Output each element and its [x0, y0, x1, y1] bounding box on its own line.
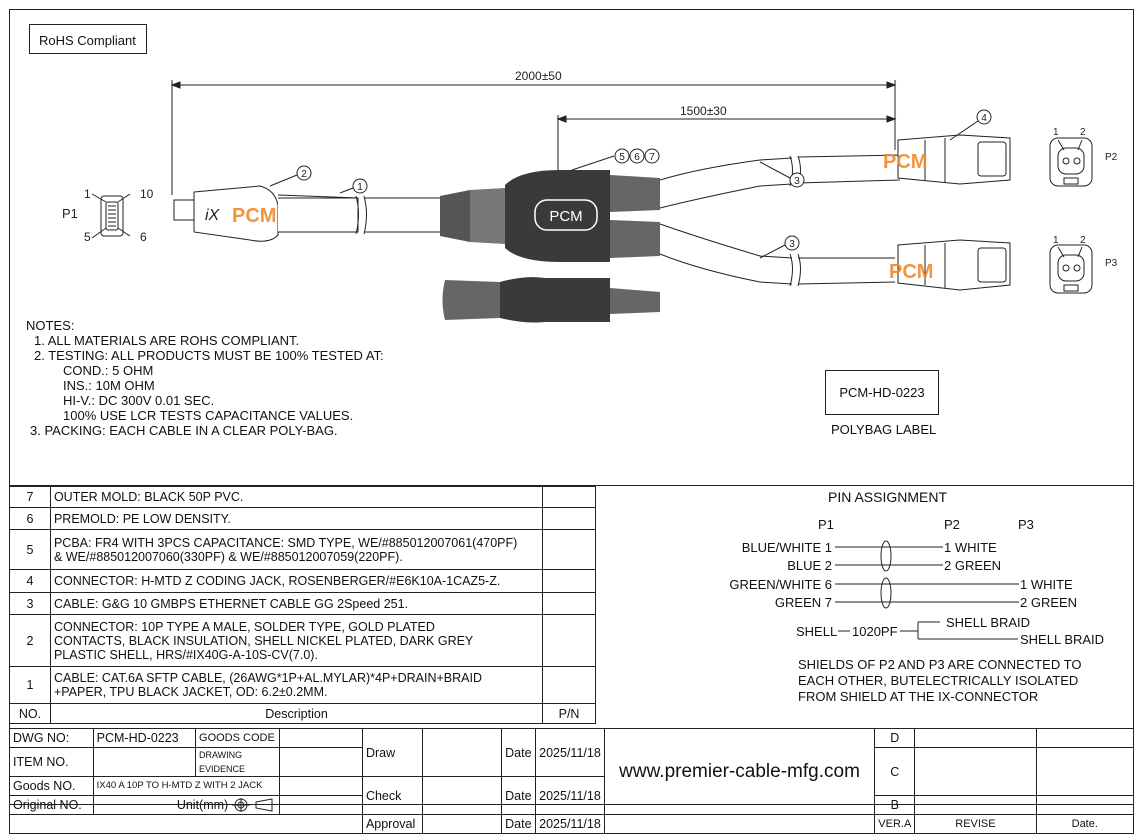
- table-row: 5 PCBA: FR4 WITH 3PCS CAPACITANCE: SMD T…: [9, 529, 596, 570]
- pin-left-label: BLUE 2: [787, 558, 832, 573]
- shell-braid-p3: SHELL BRAID: [1020, 632, 1105, 647]
- pin-assignment-section: PIN ASSIGNMENT P1 P2 P3 BLUE/WHITE 1 BLU…: [600, 486, 1130, 728]
- svg-text:2: 2: [1080, 235, 1086, 246]
- pin-right-label: 1 WHITE: [1020, 577, 1073, 592]
- table-row: Goods NO. IX40 A 10P TO H-MTD Z WITH 2 J…: [9, 776, 1134, 815]
- svg-text:10: 10: [140, 187, 154, 201]
- shield-note-line: SHIELDS OF P2 AND P3 ARE CONNECTED TO: [798, 657, 1082, 672]
- pin-left-label: GREEN/WHITE 6: [729, 577, 832, 592]
- table-row: 7 OUTER MOLD: BLACK 50P PVC.: [9, 486, 596, 508]
- svg-text:5: 5: [84, 230, 91, 244]
- p1-connector-face: [91, 193, 131, 239]
- dim-branch: 1500±30: [680, 104, 727, 118]
- p2-hmtd-connector: [897, 134, 1011, 185]
- pin-right-label: 2 GREEN: [1020, 595, 1078, 610]
- svg-text:2: 2: [1080, 127, 1086, 138]
- pin-left-label: GREEN 7: [774, 595, 832, 610]
- svg-text:7: 7: [649, 152, 655, 163]
- polybag-label-box: PCM-HD-0223: [825, 370, 939, 415]
- shell-label: SHELL: [796, 624, 838, 639]
- y-splitter-overmold: PCM: [440, 170, 660, 262]
- svg-text:P2: P2: [1105, 152, 1118, 163]
- pin-right-label: 2 GREEN: [944, 558, 1002, 573]
- svg-text:P1: P1: [62, 206, 78, 221]
- col-p3: P3: [1018, 517, 1034, 532]
- overmold-parts-detail: [442, 277, 660, 323]
- svg-text:6: 6: [634, 152, 640, 163]
- notes-title: NOTES:: [26, 318, 75, 333]
- svg-text:4: 4: [981, 113, 987, 124]
- pin-right-label: 1 WHITE: [944, 540, 997, 555]
- svg-text:5: 5: [619, 152, 625, 163]
- table-row: 3 CABLE: G&G 10 GMBPS ETHERNET CABLE GG …: [9, 592, 596, 615]
- note-line: HI-V.: DC 300V 0.01 SEC.: [63, 393, 215, 408]
- shield-note-line: FROM SHIELD AT THE IX-CONNECTOR: [798, 689, 1039, 704]
- svg-text:PCM: PCM: [549, 208, 582, 225]
- svg-text:iX: iX: [205, 207, 221, 224]
- watermark-logo-p2: PCM: [883, 151, 927, 173]
- note-line: INS.: 10M OHM: [63, 378, 155, 393]
- p3-connector-face: [1049, 244, 1093, 294]
- svg-text:3: 3: [794, 176, 800, 187]
- table-row: DWG NO: PCM-HD-0223 GOODS CODE Draw Date…: [9, 728, 1135, 815]
- table-row: 1 CABLE: CAT.6A SFTP CABLE, (26AWG*1P+AL…: [9, 666, 596, 704]
- col-p1: P1: [818, 517, 834, 532]
- dim-overall: 2000±50: [515, 69, 562, 83]
- svg-text:3: 3: [789, 239, 795, 250]
- bom-table: 7 OUTER MOLD: BLACK 50P PVC. 6 PREMOLD: …: [9, 486, 596, 724]
- divider-line: [9, 485, 1134, 486]
- watermark-logo-p3: PCM: [889, 261, 933, 283]
- cable-assembly-drawing: PCM: [62, 69, 1118, 323]
- note-line: 3. PACKING: EACH CABLE IN A CLEAR POLY-B…: [30, 423, 338, 438]
- pin-wiring-diagram: [835, 540, 1019, 640]
- watermark-logo-p1: PCM: [232, 205, 276, 227]
- polybag-caption: POLYBAG LABEL: [831, 422, 937, 437]
- table-row: Approval Date 2025/11/18 VER.A REVISE Da…: [9, 814, 1135, 834]
- note-line: 2. TESTING: ALL PRODUCTS MUST BE 100% TE…: [34, 348, 384, 363]
- table-row: 6 PREMOLD: PE LOW DENSITY.: [9, 507, 596, 530]
- note-line: 1. ALL MATERIALS ARE ROHS COMPLIANT.: [34, 333, 300, 348]
- title-block: DWG NO: PCM-HD-0223 GOODS CODE Draw Date…: [9, 728, 1135, 834]
- svg-text:6: 6: [140, 230, 147, 244]
- svg-text:1: 1: [357, 182, 363, 193]
- projection-symbol-icon: [231, 798, 273, 813]
- col-p2: P2: [944, 517, 960, 532]
- svg-text:1: 1: [1053, 235, 1059, 246]
- capacitor-label: 1020PF: [852, 624, 898, 639]
- p3-hmtd-connector: [897, 239, 1011, 291]
- table-row: 4 CONNECTOR: H-MTD Z CODING JACK, ROSENB…: [9, 569, 596, 593]
- table-row: Original NO. Unit(mm) B: [9, 795, 1135, 815]
- shell-braid-p2: SHELL BRAID: [946, 615, 1031, 630]
- shield-note-line: EACH OTHER, BUTELECTRICALLY ISOLATED: [798, 673, 1079, 688]
- website-url: www.premier-cable-mfg.com: [603, 728, 876, 815]
- svg-text:1: 1: [1053, 127, 1059, 138]
- svg-text:1: 1: [84, 187, 91, 201]
- table-header: NO. Description P/N: [9, 703, 596, 724]
- note-line: COND.: 5 OHM: [63, 363, 154, 378]
- svg-text:P3: P3: [1105, 258, 1118, 269]
- table-row: 2 CONNECTOR: 10P TYPE A MALE, SOLDER TYP…: [9, 614, 596, 667]
- svg-text:2: 2: [301, 169, 307, 180]
- pin-assignment-title: PIN ASSIGNMENT: [828, 489, 948, 505]
- rohs-label: RoHS Compliant: [29, 24, 147, 54]
- notes-section: NOTES: 1. ALL MATERIALS ARE ROHS COMPLIA…: [26, 318, 384, 438]
- note-line: 100% USE LCR TESTS CAPACITANCE VALUES.: [63, 408, 354, 423]
- pin-left-label: BLUE/WHITE 1: [741, 540, 832, 555]
- p2-connector-face: [1049, 137, 1093, 187]
